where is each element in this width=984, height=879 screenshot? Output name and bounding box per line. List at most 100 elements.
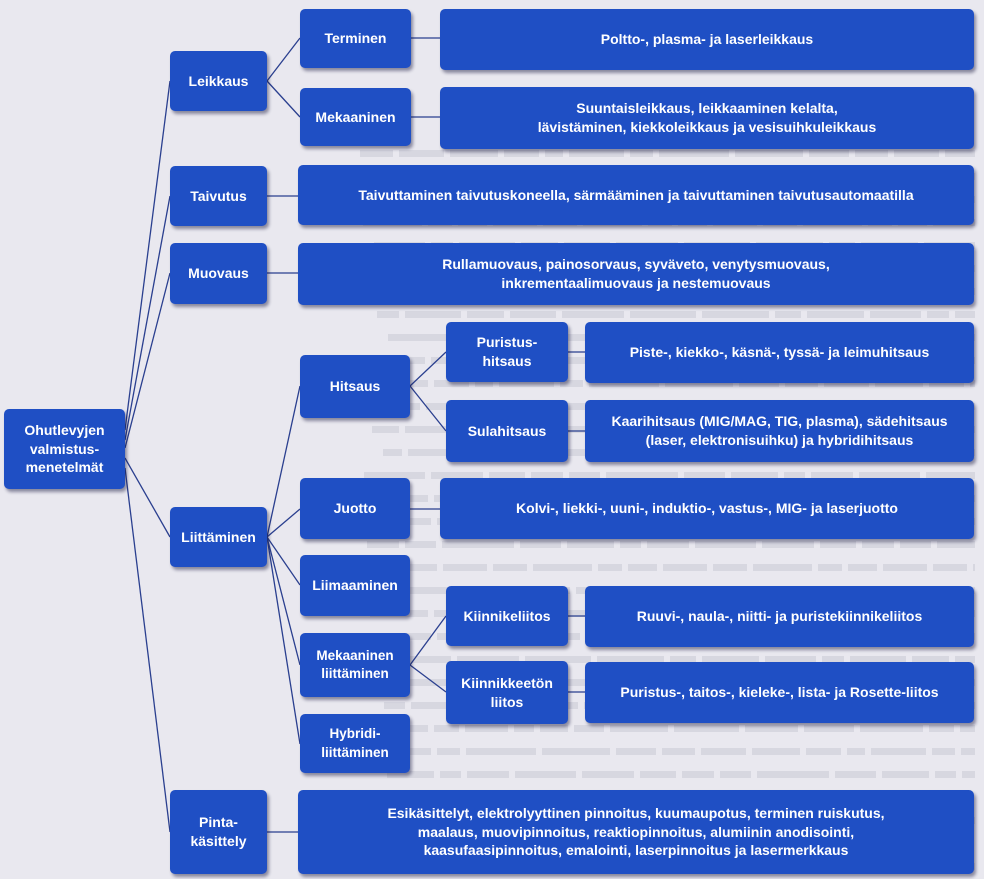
background-text-line: [434, 380, 469, 387]
background-text-line: [871, 748, 926, 755]
root-node: Ohutlevyjen valmistus- menetelmät: [4, 409, 125, 489]
background-text-line: [870, 311, 921, 318]
background-text-line: [702, 656, 759, 663]
background-text-line: [883, 564, 927, 571]
subcategory-liimaaminen: Liimaaminen: [300, 555, 410, 616]
background-text-line: [850, 656, 906, 663]
background-text-line: [560, 380, 583, 387]
method-sulahitsaus: Kaarihitsaus (MIG/MAG, TIG, plasma), säd…: [585, 400, 974, 462]
connector-line: [266, 508, 301, 538]
background-text-line: [597, 656, 664, 663]
background-text-line: [912, 656, 949, 663]
background-text-line: [367, 541, 399, 548]
background-text-line: [525, 656, 591, 663]
background-text-line: [531, 472, 563, 479]
background-text-line: [543, 449, 607, 456]
background-text-line: [515, 771, 576, 778]
type-puristushitsaus: Puristus- hitsaus: [446, 322, 568, 382]
background-text-line: [937, 541, 975, 548]
background-text-line: [674, 725, 739, 732]
category-liittaminen: Liittäminen: [170, 507, 267, 567]
background-text-line: [929, 380, 964, 387]
method-muovaus: Rullamuovaus, painosorvaus, syväveto, ve…: [298, 243, 974, 305]
background-text-line: [630, 150, 653, 157]
background-text-line: [399, 150, 444, 157]
background-text-line: [960, 725, 975, 732]
category-leikkaus: Leikkaus: [170, 51, 267, 111]
connector-line: [266, 536, 301, 666]
background-text-line: [533, 564, 592, 571]
background-text-line: [762, 541, 814, 548]
background-text-line: [927, 311, 949, 318]
method-taivutus: Taivuttaminen taivutuskoneella, särmäämi…: [298, 165, 974, 225]
background-text-line: [670, 656, 696, 663]
background-text-line: [820, 541, 856, 548]
background-text-line: [860, 725, 923, 732]
connector-line: [409, 385, 447, 432]
background-text-line: [372, 426, 399, 433]
type-kiinnikkeeton-liitos: Kiinnikkeetön liitos: [446, 661, 568, 724]
background-text-line: [955, 311, 975, 318]
background-text-line: [434, 725, 459, 732]
background-text-line: [702, 311, 769, 318]
background-text-line: [475, 380, 493, 387]
background-text-line: [847, 748, 865, 755]
subcategory-hybridi-liittaminen: Hybridi- liittäminen: [300, 714, 410, 773]
connector-line: [266, 80, 301, 118]
method-pintakasittely: Esikäsittelyt, elektrolyyttinen pinnoitu…: [298, 790, 974, 874]
background-text-line: [499, 380, 554, 387]
connector-line: [124, 272, 171, 449]
background-text-line: [620, 541, 641, 548]
background-text-line: [364, 472, 425, 479]
background-text-line: [926, 472, 975, 479]
connector-line: [266, 536, 301, 745]
connector-line: [124, 195, 171, 441]
background-text-line: [894, 150, 939, 157]
connector-line: [124, 80, 171, 431]
background-text-line: [663, 564, 707, 571]
background-text-line: [610, 725, 668, 732]
background-text-line: [757, 771, 829, 778]
background-text-line: [598, 564, 622, 571]
background-text-line: [411, 702, 453, 709]
background-text-line: [545, 150, 563, 157]
subcategory-terminen: Terminen: [300, 9, 411, 68]
subcategory-mekaaninen: Mekaaninen: [300, 88, 411, 146]
background-text-line: [616, 748, 656, 755]
background-text-line: [589, 380, 659, 387]
background-text-line: [442, 541, 514, 548]
background-text-line: [961, 748, 975, 755]
background-text-line: [862, 541, 894, 548]
background-text-line: [962, 771, 975, 778]
background-text-line: [806, 748, 841, 755]
background-text-line: [510, 311, 556, 318]
background-text-line: [402, 403, 420, 410]
background-text-line: [859, 472, 920, 479]
background-text-line: [569, 472, 600, 479]
method-terminen: Poltto-, plasma- ja laserleikkaus: [440, 9, 974, 70]
background-text-line: [973, 564, 975, 571]
background-text-line: [713, 564, 747, 571]
method-puristushitsaus: Piste-, kiekko-, käsnä-, tyssä- ja leimu…: [585, 322, 974, 383]
background-text-line: [606, 472, 678, 479]
background-text-line: [467, 771, 509, 778]
background-text-line: [955, 656, 975, 663]
background-text-line: [466, 748, 536, 755]
background-text-line: [388, 334, 457, 341]
background-text-line: [562, 311, 624, 318]
background-text-line: [809, 150, 849, 157]
connector-line: [124, 467, 171, 833]
background-text-line: [504, 150, 539, 157]
background-text-line: [389, 587, 460, 594]
background-text-line: [440, 771, 461, 778]
background-text-line: [387, 771, 434, 778]
background-text-line: [752, 748, 800, 755]
background-text-line: [408, 679, 452, 686]
background-text-line: [457, 656, 519, 663]
background-text-line: [563, 679, 587, 686]
background-text-line: [465, 725, 508, 732]
background-text-line: [753, 564, 812, 571]
method-kiinnikkeeton-liitos: Puristus-, taitos-, kieleke-, lista- ja …: [585, 662, 974, 723]
background-text-line: [437, 748, 460, 755]
background-text-line: [647, 541, 689, 548]
